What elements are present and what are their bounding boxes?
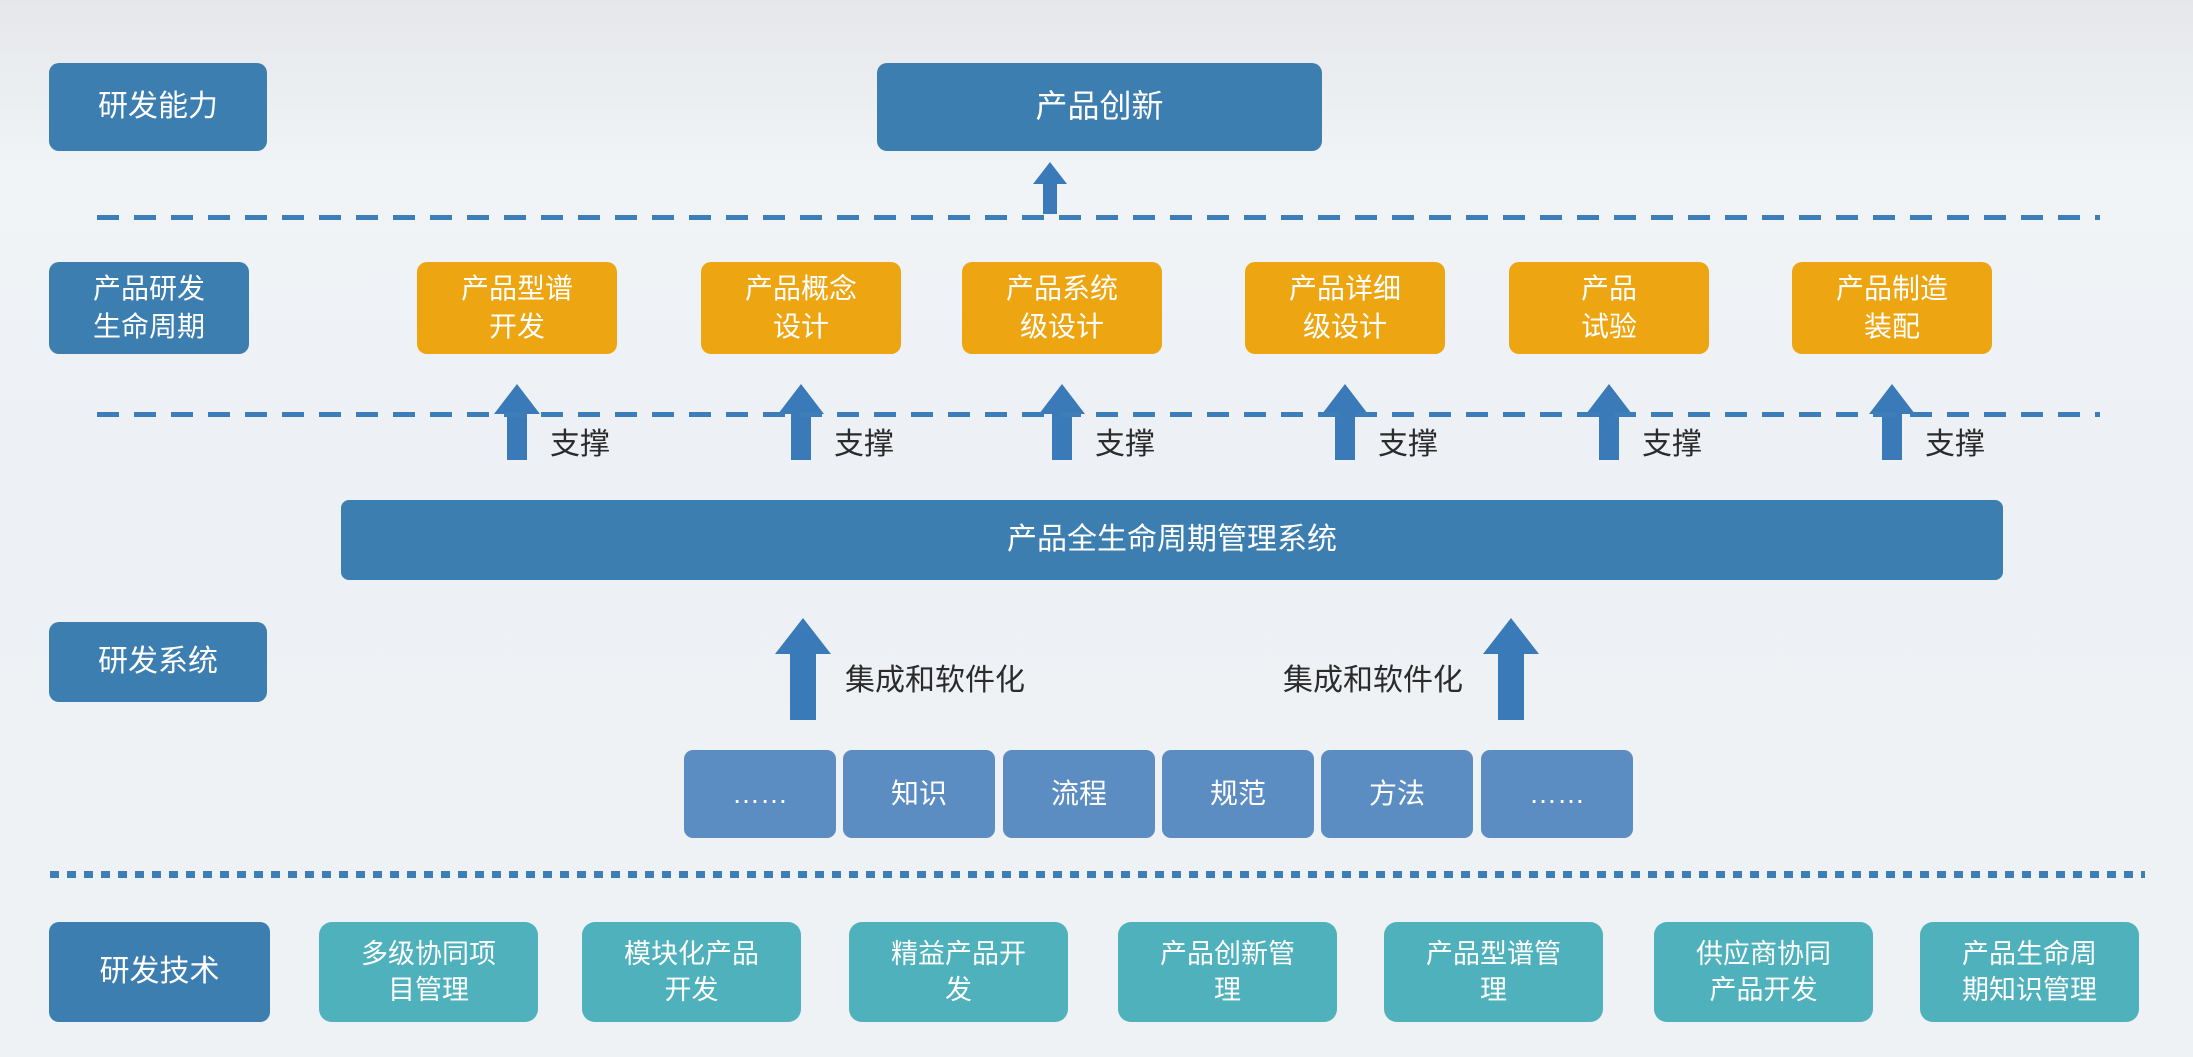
arrow-head-icon	[1586, 384, 1632, 414]
technology-box-modular-product-dev: 模块化产品 开发	[582, 922, 801, 1022]
lifecycle-label-box: 产品研发 生命周期	[49, 262, 249, 354]
arrow-shaft	[1882, 414, 1902, 460]
plm-system-bar: 产品全生命周期管理系统	[341, 500, 2003, 580]
integration-label: 集成和软件化	[845, 664, 1025, 697]
support-label: 支撑	[1642, 428, 1702, 461]
technology-label-box: 研发技术	[49, 922, 270, 1022]
element-box-knowledge: 知识	[843, 750, 995, 838]
support-arrow-icon	[1869, 384, 1915, 460]
technology-box-innovation-mgmt: 产品创新管 理	[1118, 922, 1337, 1022]
dotted-separator-bottom	[50, 871, 2145, 878]
support-arrow-icon	[1586, 384, 1632, 460]
element-box-ellipsis: ……	[684, 750, 836, 838]
system-label-box: 研发系统	[49, 622, 267, 702]
arrow-shaft	[1335, 414, 1355, 460]
support-arrow-icon	[1322, 384, 1368, 460]
stage-box-spectrum-dev: 产品型谱 开发	[417, 262, 617, 354]
product-innovation-box: 产品创新	[877, 63, 1322, 151]
arrow-head-icon	[775, 618, 831, 654]
stage-box-detail-design: 产品详细 级设计	[1245, 262, 1445, 354]
dashed-separator-middle	[97, 412, 2100, 417]
integration-arrow-icon	[775, 618, 831, 720]
technology-box-lean-product-dev: 精益产品开 发	[849, 922, 1068, 1022]
up-arrow-icon	[1033, 162, 1067, 214]
arrow-shaft	[1498, 654, 1524, 720]
technology-box-supplier-collab-dev: 供应商协同 产品开发	[1654, 922, 1873, 1022]
capability-label-box: 研发能力	[49, 63, 267, 151]
arrow-shaft	[507, 414, 527, 460]
stage-box-system-design: 产品系统 级设计	[962, 262, 1162, 354]
element-box-ellipsis: ……	[1481, 750, 1633, 838]
support-label: 支撑	[834, 428, 894, 461]
technology-box-multilevel-project-mgmt: 多级协同项 目管理	[319, 922, 538, 1022]
arrow-head-icon	[778, 384, 824, 414]
integration-label: 集成和软件化	[1283, 664, 1463, 697]
support-label: 支撑	[550, 428, 610, 461]
arrow-shaft	[1043, 184, 1057, 214]
technology-box-lifecycle-knowledge-mgmt: 产品生命周 期知识管理	[1920, 922, 2139, 1022]
support-arrow-icon	[494, 384, 540, 460]
support-label: 支撑	[1378, 428, 1438, 461]
arrow-shaft	[791, 414, 811, 460]
arrow-head-icon	[1033, 162, 1067, 184]
arrow-head-icon	[1322, 384, 1368, 414]
element-box-method: 方法	[1321, 750, 1473, 838]
arrow-head-icon	[494, 384, 540, 414]
technology-box-spectrum-mgmt: 产品型谱管 理	[1384, 922, 1603, 1022]
integration-arrow-icon	[1483, 618, 1539, 720]
support-label: 支撑	[1095, 428, 1155, 461]
support-arrow-icon	[1039, 384, 1085, 460]
support-arrow-icon	[778, 384, 824, 460]
arrow-head-icon	[1039, 384, 1085, 414]
stage-box-manufacture-assembly: 产品制造 装配	[1792, 262, 1992, 354]
support-label: 支撑	[1925, 428, 1985, 461]
stage-box-concept-design: 产品概念 设计	[701, 262, 901, 354]
arrow-head-icon	[1869, 384, 1915, 414]
arrow-shaft	[790, 654, 816, 720]
arrow-head-icon	[1483, 618, 1539, 654]
dashed-separator-top	[97, 215, 2100, 220]
element-box-standard: 规范	[1162, 750, 1314, 838]
arrow-shaft	[1052, 414, 1072, 460]
arrow-shaft	[1599, 414, 1619, 460]
stage-box-test: 产品 试验	[1509, 262, 1709, 354]
element-box-process: 流程	[1003, 750, 1155, 838]
